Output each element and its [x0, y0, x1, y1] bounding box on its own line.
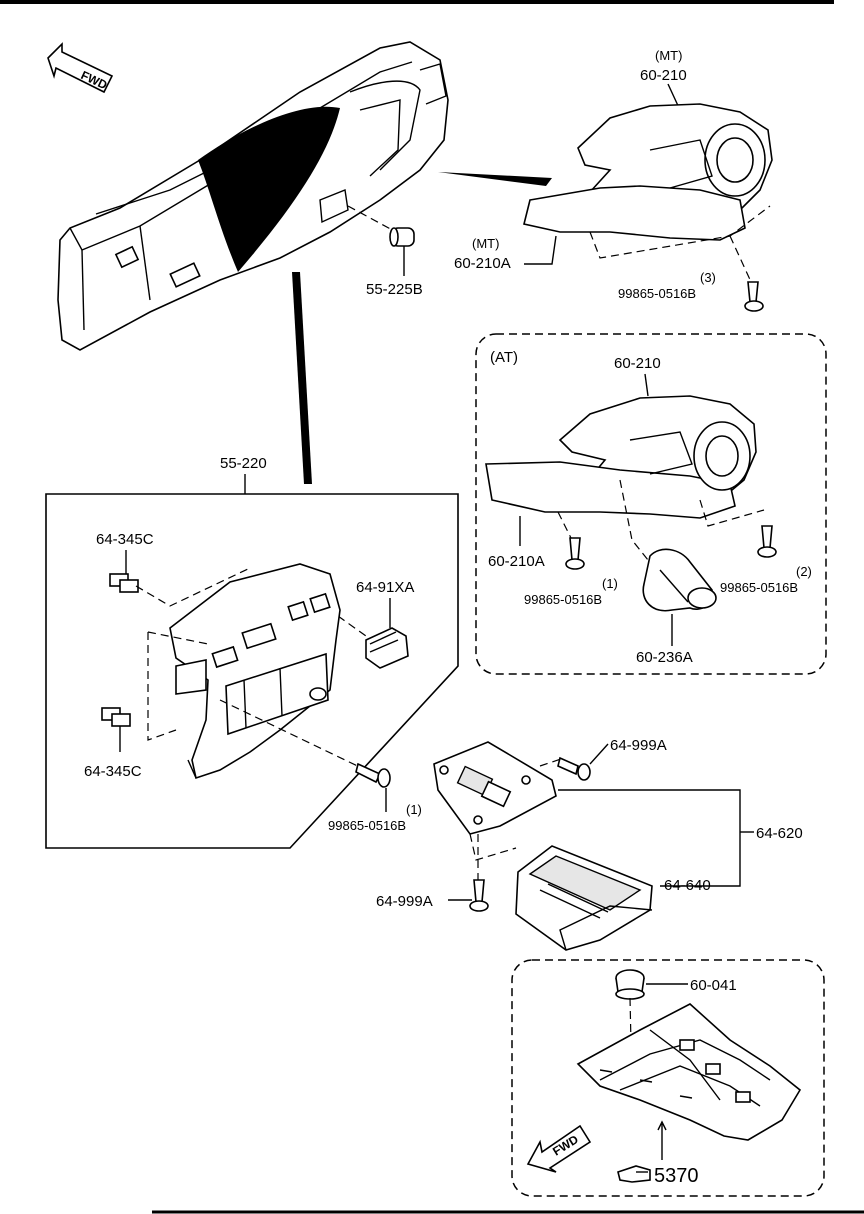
- clip-55-225b: [389, 227, 415, 247]
- screw-at-1: [565, 537, 585, 570]
- instrument-panel-illustration: [57, 41, 449, 351]
- column-cover-at: [485, 395, 757, 519]
- instrument-panel-shading: [198, 106, 340, 272]
- label-64-620: 64-620: [756, 825, 803, 842]
- label-64-345c-bottom: 64-345C: [84, 763, 142, 780]
- label-mt-left: (MT): [472, 236, 499, 251]
- clip-64-345c-bottom: [101, 707, 131, 727]
- label-screw-mt: 99865-0516B: [618, 286, 696, 301]
- screw-mt: [744, 281, 764, 312]
- label-60-236a: 60-236A: [636, 649, 693, 666]
- pointing-hand-icon: [617, 1165, 651, 1183]
- label-mt-top: (MT): [655, 48, 682, 63]
- label-64-999a-bottom: 64-999A: [376, 893, 433, 910]
- fwd-label-top: FWD: [79, 68, 110, 92]
- screw-at-2: [757, 525, 777, 558]
- leader-to-center-panel: [292, 272, 312, 484]
- column-cover-mt: [523, 103, 773, 241]
- label-screw-at-2: 99865-0516B: [720, 580, 798, 595]
- plug-60-041: [615, 969, 645, 1000]
- label-64-345c-top: 64-345C: [96, 531, 154, 548]
- label-qty-1-at: (1): [602, 576, 618, 591]
- label-64-91xa: 64-91XA: [356, 579, 414, 596]
- fwd-arrow-icon: FWD: [526, 1124, 592, 1173]
- label-screw-panel: 99865-0516B: [328, 818, 406, 833]
- center-console-panel: [169, 563, 341, 780]
- screw-64-999a-bottom: [469, 879, 489, 912]
- label-64-999a-top: 64-999A: [610, 737, 667, 754]
- label-5370: 5370: [654, 1165, 699, 1187]
- label-60-210-at: 60-210: [614, 355, 661, 372]
- leader-to-column-cover: [438, 172, 552, 186]
- bracket-64-620: [433, 741, 557, 835]
- label-60-210a-mt: 60-210A: [454, 255, 511, 272]
- ashtray-64-640: [515, 845, 653, 951]
- at-box: [475, 333, 827, 675]
- leader-55-225b: [347, 205, 397, 233]
- screw-panel: [355, 762, 391, 788]
- label-qty-1-panel: (1): [406, 802, 422, 817]
- label-60-041: 60-041: [690, 977, 737, 994]
- center-panel-box: [45, 493, 459, 849]
- floor-box: [511, 959, 825, 1197]
- label-55-225b: 55-225B: [366, 281, 423, 298]
- label-60-210a-at: 60-210A: [488, 553, 545, 570]
- fwd-arrow-icon: FWD: [47, 42, 114, 94]
- label-55-220: 55-220: [220, 455, 267, 472]
- label-qty-2-at: (2): [796, 564, 812, 579]
- label-screw-at-1: 99865-0516B: [524, 592, 602, 607]
- floor-pan-5370: [576, 1003, 802, 1141]
- label-64-640: 64-640: [664, 877, 711, 894]
- label-at: (AT): [490, 349, 518, 366]
- label-60-210-mt: 60-210: [640, 67, 687, 84]
- vent-64-91xa: [365, 627, 409, 669]
- clip-64-345c-top: [109, 573, 139, 593]
- label-qty-3: (3): [700, 270, 716, 285]
- screw-64-999a-top: [557, 756, 591, 781]
- boot-60-236a: [642, 548, 717, 612]
